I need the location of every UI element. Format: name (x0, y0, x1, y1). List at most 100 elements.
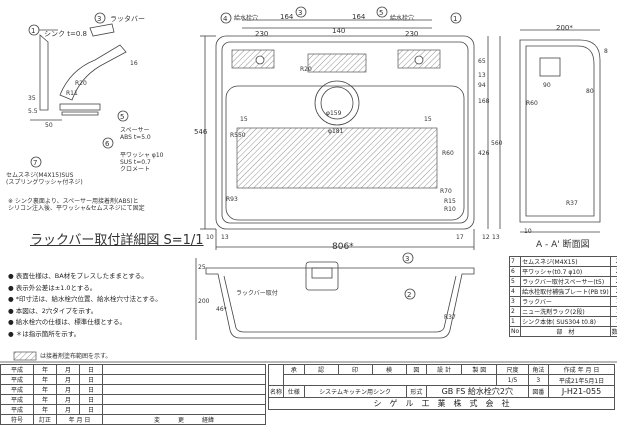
sheet-label: 角法 (528, 365, 548, 375)
dim-r11: R11 (66, 90, 78, 97)
general-notes: ● 表面仕様は、BA材をプレスしたままとする。 ● 表示外公差は±1.0とする。… (8, 271, 162, 340)
header-name: 部 材 (521, 327, 611, 337)
rev-year: 年 (34, 365, 57, 375)
part-qty: 2 (610, 267, 617, 277)
callout-3-side: 3 (405, 255, 409, 263)
part-qty: 2 (610, 257, 617, 267)
rev-row: 平成年月日 (1, 385, 266, 395)
part-no: 4 (510, 287, 521, 297)
dim-164-right: 164 (352, 13, 365, 21)
callout-4: 4 (223, 15, 227, 23)
dim-94: 94 (478, 82, 486, 89)
rev-row: 平成年月日 (1, 375, 266, 385)
part-name: ニュー洗剤ラック(2段) (521, 307, 611, 317)
part-qty: 1 (610, 297, 617, 307)
part-qty: 2 (610, 287, 617, 297)
dim-200: 200* (556, 24, 573, 32)
rev-day: 日 (80, 365, 103, 375)
callout-6: 6 (105, 140, 109, 148)
rev-month: 月 (57, 375, 80, 385)
dim-560: 560 (491, 140, 502, 147)
callout-7: 7 (33, 159, 37, 167)
screw-label: セムスネジ(M4X15)SUS (スプリングワッシャ付ネジ) (6, 172, 83, 186)
dim-r20-top: R20 (300, 66, 312, 73)
rev-year: 年 (34, 395, 57, 405)
sheet-value: 3 (528, 375, 548, 386)
drawing-no-label: 図番 (528, 386, 548, 398)
dim-65: 65 (478, 58, 486, 65)
rev-day: 日 (80, 395, 103, 405)
part-name: セムスネジ(M4X15) (521, 257, 611, 267)
part-no: 7 (510, 257, 521, 267)
dim-164-left: 164 (280, 13, 293, 21)
rev-row: 平成年月日 (1, 395, 266, 405)
spacer-label: スペーサー ABS t=5.0 (120, 127, 151, 141)
part-name: ラックバー (521, 297, 611, 307)
adhesive-area (237, 128, 437, 188)
rev-era: 平成 (1, 405, 34, 415)
rev-year: 年 (34, 385, 57, 395)
spec-label: 仕様 (284, 386, 304, 398)
reinforce-plate-left (232, 50, 274, 68)
dim-140: 140 (332, 27, 345, 35)
dim-r550: R550 (230, 132, 246, 139)
dim-17-bottom: 17 (456, 234, 464, 241)
dim-r20: R20 (75, 80, 87, 87)
legend-text: は接着剤塗布範囲を示す。 (40, 353, 111, 360)
rev-month: 月 (57, 405, 80, 415)
rev-era: 平成 (1, 365, 34, 375)
dim-phi159: φ159 (326, 110, 341, 117)
section-title: A - A' 断面図 (536, 240, 590, 250)
part-name: 給水栓取付補強プレート(PB t9) (521, 287, 611, 297)
dim-5-5: 5.5 (28, 108, 38, 115)
part-name: 平ワッシャ(t0.7 φ10) (521, 267, 611, 277)
dim-806: 806* (332, 242, 354, 252)
header-qty: 数量 (610, 327, 617, 337)
dim-10-aa: 10 (524, 228, 532, 235)
dim-15-right: 15 (424, 116, 432, 123)
note-item: ● 給水栓穴の仕様は、標準仕様とする。 (8, 317, 162, 329)
rev-h-history: 経緯 (202, 417, 214, 424)
name-label: 名称 (269, 386, 284, 398)
sink-wall (40, 35, 48, 110)
dim-r93: R93 (226, 196, 238, 203)
dim-46-side: 46* (216, 306, 227, 313)
dim-r15: R15 (444, 198, 456, 205)
note-item: ● 表示外公差は±1.0とする。 (8, 283, 162, 295)
note-item: ● ＊は指示箇所を示す。 (8, 329, 162, 341)
dim-13-bottom-right: 13 (492, 234, 500, 241)
dim-546: 546 (194, 128, 207, 136)
approval-2: 認 (304, 365, 338, 375)
note-item: ● 本図は、2穴タイプを示す。 (8, 306, 162, 318)
title-row-approvals: 承 認 印 検 図 設 計 製 図 尺度 角法 作成 年 月 日 (269, 365, 615, 375)
washer-label: 平ワッシャ φ10 SUS t=0.7 クロメート (120, 152, 164, 173)
approval-1: 承 (284, 365, 304, 375)
dim-25-side: 25 (198, 264, 206, 271)
part-qty: 1 (610, 317, 617, 327)
callout-3: 3 (97, 15, 101, 23)
rev-day: 日 (80, 385, 103, 395)
faucet-hole-label-left: 給水栓穴 (234, 15, 258, 22)
part-no: 5 (510, 277, 521, 287)
dim-12-bottom: 12 (482, 234, 490, 241)
dim-168: 168 (478, 98, 489, 105)
side-outline (206, 268, 474, 338)
callout-1: 1 (31, 27, 35, 35)
part-name: ラックバー取付スペーサー(t5) (521, 277, 611, 287)
callout-1-top: 1 (453, 15, 457, 23)
dim-426: 426 (478, 150, 489, 157)
title-row-company: シ ゲ ル 工 業 株 式 会 社 (269, 398, 615, 410)
dim-13: 13 (478, 72, 486, 79)
dim-16: 16 (130, 60, 138, 67)
rev-era: 平成 (1, 375, 34, 385)
scale-label: 尺度 (497, 365, 528, 375)
product-type: システムキッチン用シンク (304, 386, 406, 398)
callout-5-top: 5 (379, 9, 383, 17)
dim-r60: R60 (442, 150, 454, 157)
detail-title: ラックバー取付詳細図 S=1/1 (30, 234, 204, 248)
part-qty: 2 (610, 277, 617, 287)
